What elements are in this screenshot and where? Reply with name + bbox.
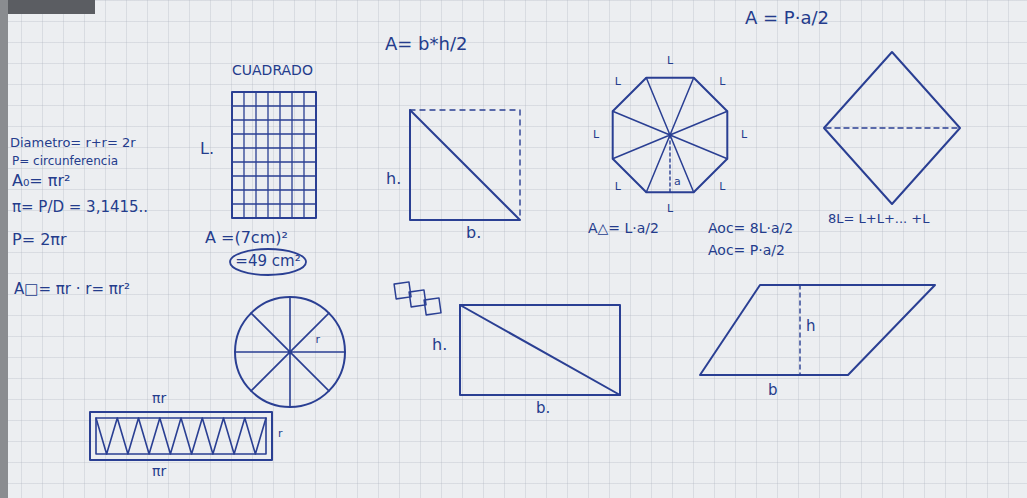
formula: Aoc= P·a/2 bbox=[708, 242, 785, 258]
shape-title: CUADRADO bbox=[232, 62, 313, 78]
formula: A₀= πr² bbox=[12, 172, 70, 190]
sector-circle bbox=[235, 297, 345, 407]
side-label: L bbox=[593, 129, 599, 142]
small-squares bbox=[394, 282, 441, 315]
octagon bbox=[613, 78, 728, 193]
side-label: L bbox=[615, 76, 621, 89]
apothem-label: a bbox=[674, 176, 681, 189]
formula: A= b*h/2 bbox=[385, 34, 467, 55]
radius-label: r bbox=[278, 428, 283, 441]
length-label: πr bbox=[152, 463, 166, 479]
side-label: L bbox=[741, 129, 747, 142]
side-label: L bbox=[667, 203, 673, 216]
base-label: b bbox=[768, 382, 778, 399]
formula: A□= πr · r= πr² bbox=[14, 281, 130, 298]
circled-result bbox=[230, 249, 306, 275]
base-label: b. bbox=[466, 224, 481, 242]
board-frame bbox=[0, 0, 95, 14]
height-label: h bbox=[806, 318, 816, 335]
base-label: b. bbox=[536, 400, 550, 417]
height-label: h. bbox=[432, 336, 447, 354]
side-label: L bbox=[719, 181, 725, 194]
rectangle-with-diagonal bbox=[460, 305, 620, 395]
formula: π= P/D = 3,1415.. bbox=[12, 199, 148, 216]
radius-label: r bbox=[315, 334, 320, 347]
side-label: L bbox=[719, 76, 725, 89]
formula: A = P·a/2 bbox=[745, 8, 829, 29]
grid-square bbox=[232, 92, 316, 218]
side-label: L bbox=[667, 55, 673, 68]
side-label: L bbox=[615, 181, 621, 194]
parallelogram bbox=[700, 285, 935, 375]
note: P= circunferencia bbox=[12, 155, 118, 169]
formula: Aoc= 8L·a/2 bbox=[708, 220, 793, 236]
triangle-in-square bbox=[410, 110, 520, 220]
formula: A =(7cm)² bbox=[205, 229, 288, 247]
formula: 8L= L+L+... +L bbox=[828, 212, 929, 227]
sector-strip bbox=[90, 412, 272, 460]
rhombus bbox=[824, 52, 960, 204]
result: =49 cm² bbox=[235, 253, 300, 270]
formula: P= 2πr bbox=[12, 231, 67, 249]
formula: A△= L·a/2 bbox=[588, 220, 659, 236]
formula: Diametro= r+r= 2r bbox=[10, 136, 136, 151]
height-label: h. bbox=[386, 170, 401, 188]
side-label: L. bbox=[200, 140, 214, 158]
board-frame bbox=[0, 0, 8, 498]
length-label: πr bbox=[152, 390, 166, 406]
